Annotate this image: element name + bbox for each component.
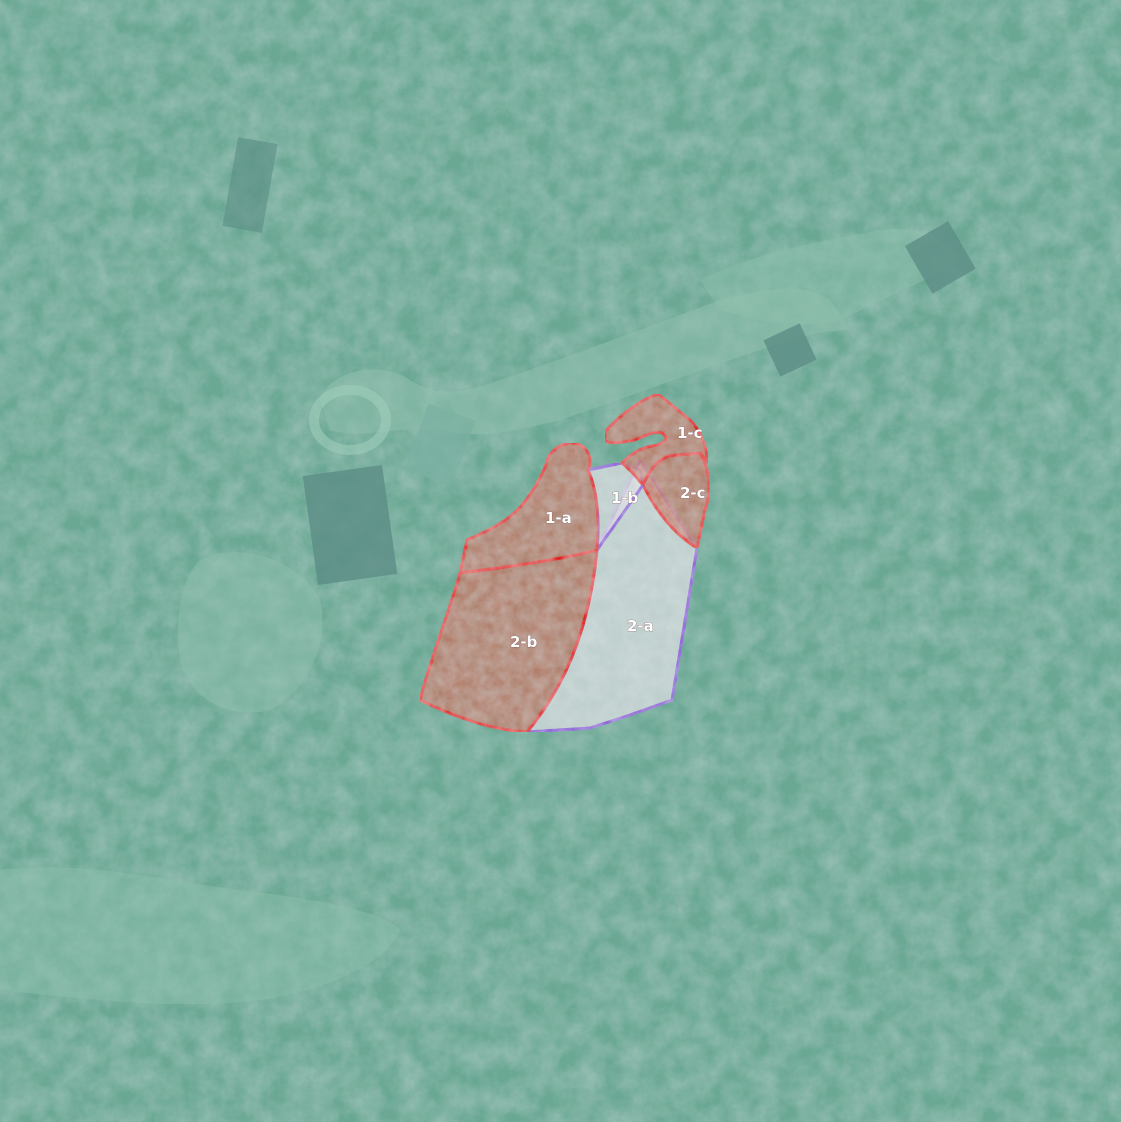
stand-label-1-c: 1-c	[677, 424, 703, 442]
stand-label-1-b: 1-b	[611, 489, 639, 507]
stand-label-2-c: 2-c	[680, 484, 706, 502]
cul-de-sac	[309, 385, 391, 455]
stand-1-a[interactable]	[458, 441, 600, 575]
stand-1-c[interactable]	[603, 392, 710, 487]
building-roof	[763, 323, 817, 377]
building-roof	[904, 221, 976, 294]
field-clearing-south	[0, 867, 400, 1005]
driveway-clearing	[320, 288, 850, 435]
clearing-northeast	[700, 229, 960, 325]
building-roof	[222, 137, 278, 233]
stand-label-1-a: 1-a	[545, 509, 572, 527]
building-roof	[404, 403, 476, 487]
forest-stands	[418, 392, 711, 734]
stand-label-2-a: 2-a	[627, 617, 654, 635]
stand-label-2-b: 2-b	[510, 633, 538, 651]
lawn-clearing-west	[178, 552, 323, 713]
building-roof	[302, 464, 398, 586]
stand-labels: 1-a 1-b 1-c 2-a 2-b 2-c	[510, 424, 706, 652]
